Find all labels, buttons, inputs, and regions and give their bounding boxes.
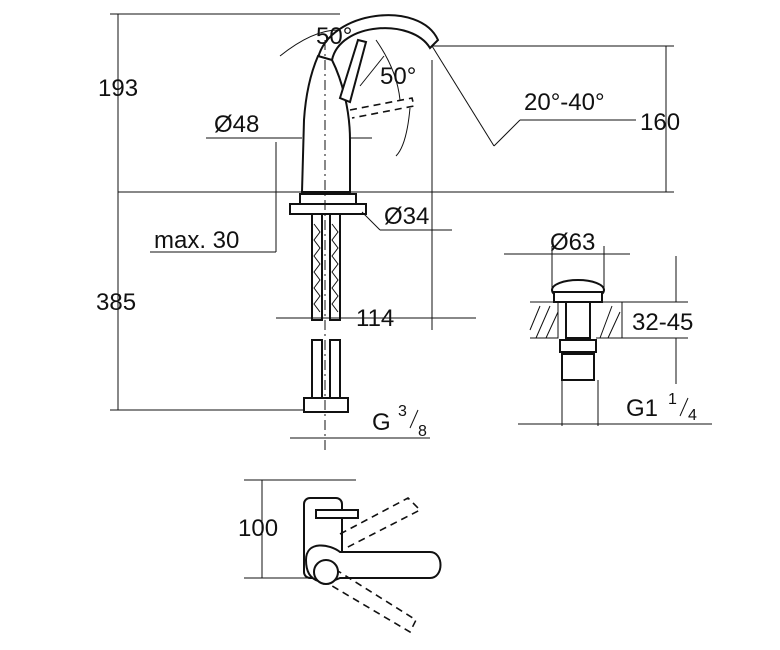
label-lever-angle: 50° — [380, 63, 416, 90]
plan-hub — [313, 559, 339, 585]
label-spout-angle: 50° — [316, 23, 352, 50]
faucet-body — [300, 54, 351, 193]
waste-nut-1 — [559, 339, 597, 353]
label-max-deck: max. 30 — [154, 227, 239, 254]
waste-body — [565, 301, 591, 339]
plan-view — [244, 479, 442, 634]
label-plan-depth: 100 — [238, 515, 278, 542]
label-waste-den: 4 — [688, 407, 697, 424]
label-waste-diameter: Ø63 — [550, 229, 595, 256]
label-waste-range: 32-45 — [632, 309, 693, 336]
waste-flange — [553, 291, 603, 303]
label-hole-diameter: Ø34 — [384, 203, 429, 230]
inlet-fitting — [303, 397, 349, 413]
plan-spout-swing-left — [321, 565, 418, 634]
label-spout-height: 160 — [640, 109, 680, 136]
label-inlet-thread: G — [372, 409, 391, 436]
label-hose-length: 385 — [96, 289, 136, 316]
label-waste-thread: G1 — [626, 395, 658, 422]
waste-valve — [504, 246, 712, 426]
faucet-elevation — [118, 14, 674, 450]
plan-lever — [315, 509, 359, 519]
label-height-above: 193 — [98, 75, 138, 102]
labels: 193 50° 50° 20°-40° 160 Ø48 Ø34 max. 30 … — [96, 23, 697, 542]
plan-spout-swing-right — [339, 497, 422, 549]
dimension-lines — [110, 13, 674, 439]
spout — [316, 14, 440, 62]
hose-left-lower — [311, 339, 323, 399]
label-spout-tilt: 20°-40° — [524, 89, 605, 116]
label-inlet-num: 3 — [398, 403, 407, 420]
label-inlet-den: 8 — [418, 423, 427, 440]
mounting-plate — [289, 203, 367, 215]
lever-tilted — [349, 97, 415, 119]
mounting-nut — [299, 193, 357, 205]
label-body-diameter: Ø48 — [214, 111, 259, 138]
lever — [338, 38, 368, 104]
waste-nut-2 — [561, 353, 595, 381]
hose-right-lower — [329, 339, 341, 399]
label-waste-num: 1 — [668, 391, 677, 408]
label-spout-reach: 114 — [356, 305, 394, 332]
